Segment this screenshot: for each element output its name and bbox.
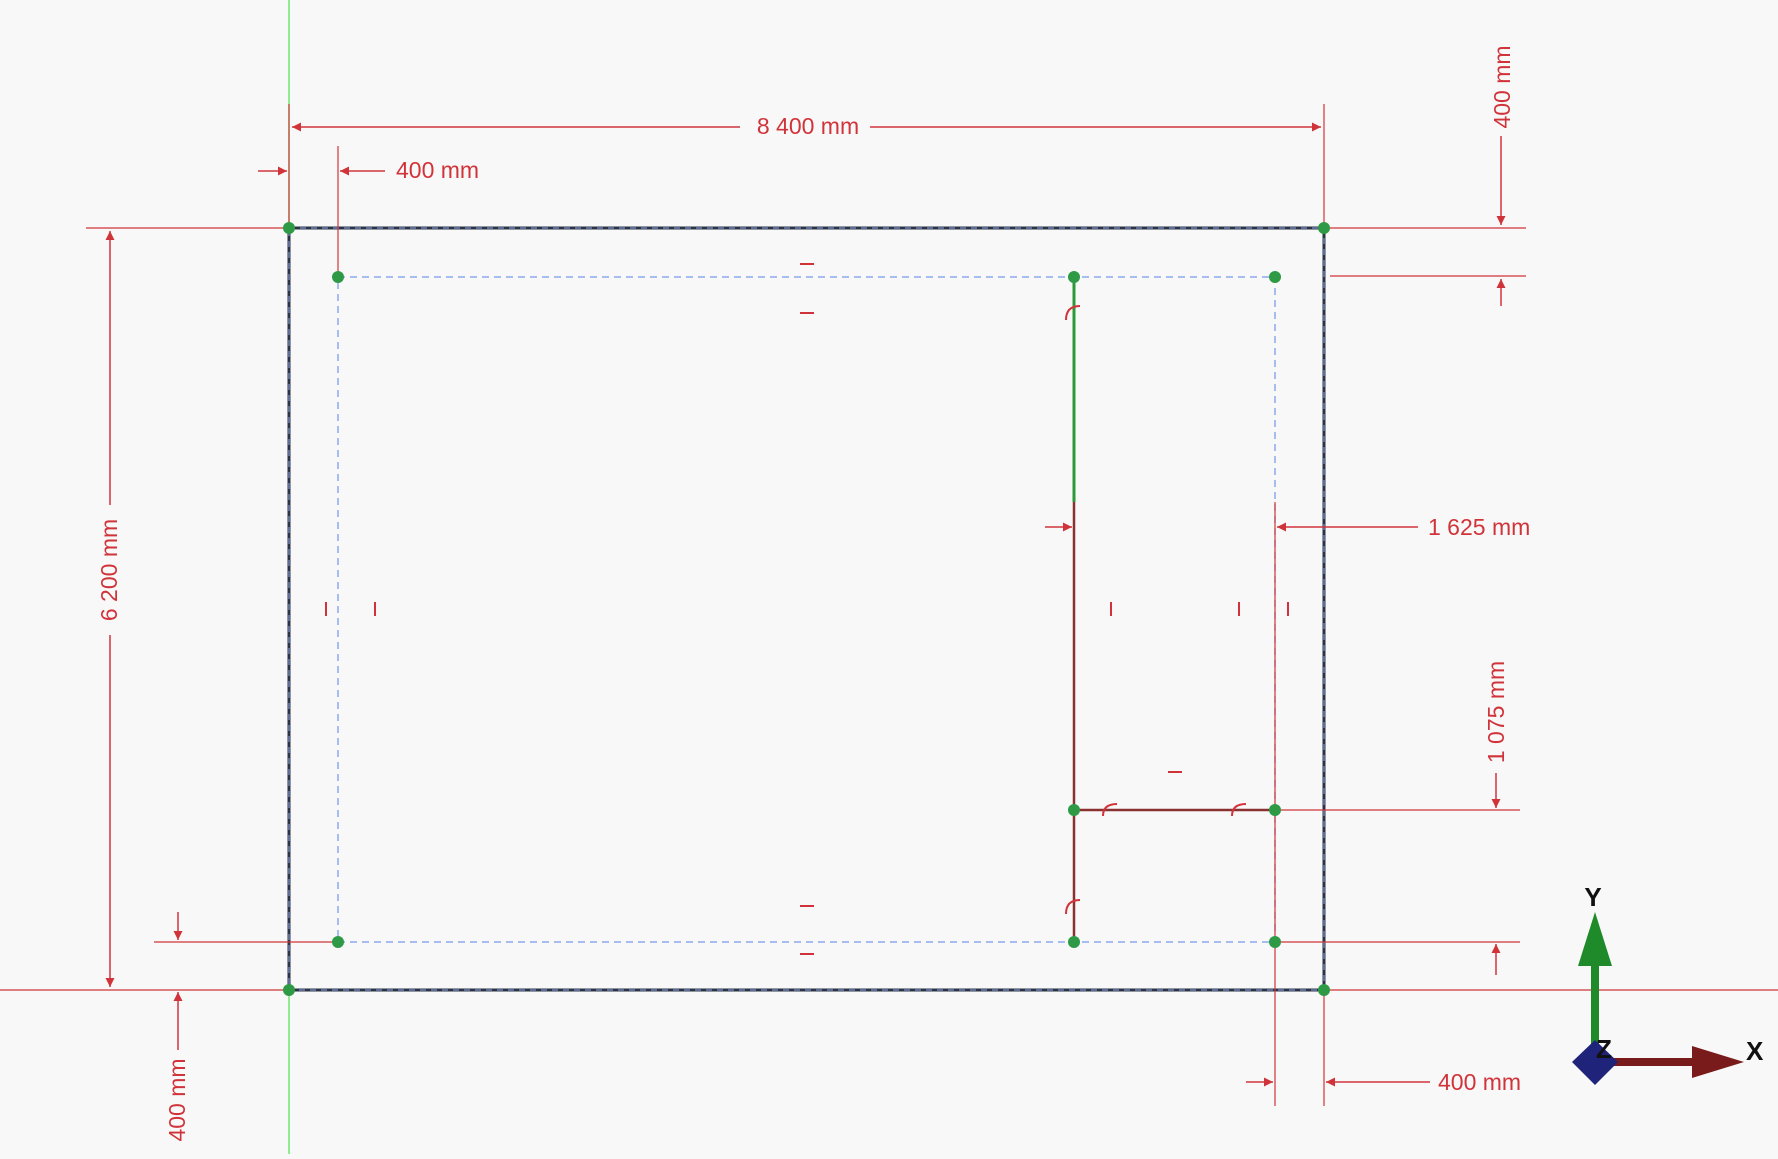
dim-offset-top-label[interactable]: 400 mm <box>1489 45 1515 128</box>
outer-wall-rectangle-construction <box>288 227 1325 991</box>
vertex <box>1318 222 1330 234</box>
dimension-lines <box>105 122 1506 1087</box>
x-axis-arrow-head <box>1692 1046 1744 1078</box>
vertex <box>1318 984 1330 996</box>
z-axis-diamond <box>1572 1040 1618 1085</box>
vertex <box>1068 936 1080 948</box>
dim-offset-right-label[interactable]: 400 mm <box>1438 1069 1521 1095</box>
dim-width-total-label[interactable]: 8 400 mm <box>757 113 859 139</box>
y-axis-arrow-head <box>1578 912 1612 966</box>
vertex <box>1068 804 1080 816</box>
dim-offset-left-label[interactable]: 400 mm <box>396 157 479 183</box>
vertex <box>283 984 295 996</box>
x-axis-label: X <box>1746 1036 1764 1066</box>
vertex <box>1269 804 1281 816</box>
outer-wall-rectangle[interactable] <box>287 226 1326 992</box>
dimension-extension-lines <box>86 104 1526 1106</box>
construction-rectangle[interactable] <box>337 276 1276 943</box>
dim-height-total-label[interactable]: 6 200 mm <box>96 519 122 621</box>
vertex <box>1068 271 1080 283</box>
vertex <box>1269 936 1281 948</box>
axis-triad: X Y Z <box>1572 882 1764 1085</box>
z-axis-label: Z <box>1596 1034 1612 1064</box>
y-axis-label: Y <box>1584 882 1601 912</box>
vertex <box>1269 271 1281 283</box>
dim-room-height-label[interactable]: 1 075 mm <box>1483 661 1509 763</box>
dim-offset-bottom-label[interactable]: 400 mm <box>164 1058 190 1141</box>
vertex <box>332 936 344 948</box>
constraint-glyphs <box>325 263 1289 955</box>
sketch-vertices[interactable] <box>283 222 1330 996</box>
vertex <box>332 271 344 283</box>
vertex <box>283 222 295 234</box>
dim-room-width-label[interactable]: 1 625 mm <box>1428 514 1530 540</box>
